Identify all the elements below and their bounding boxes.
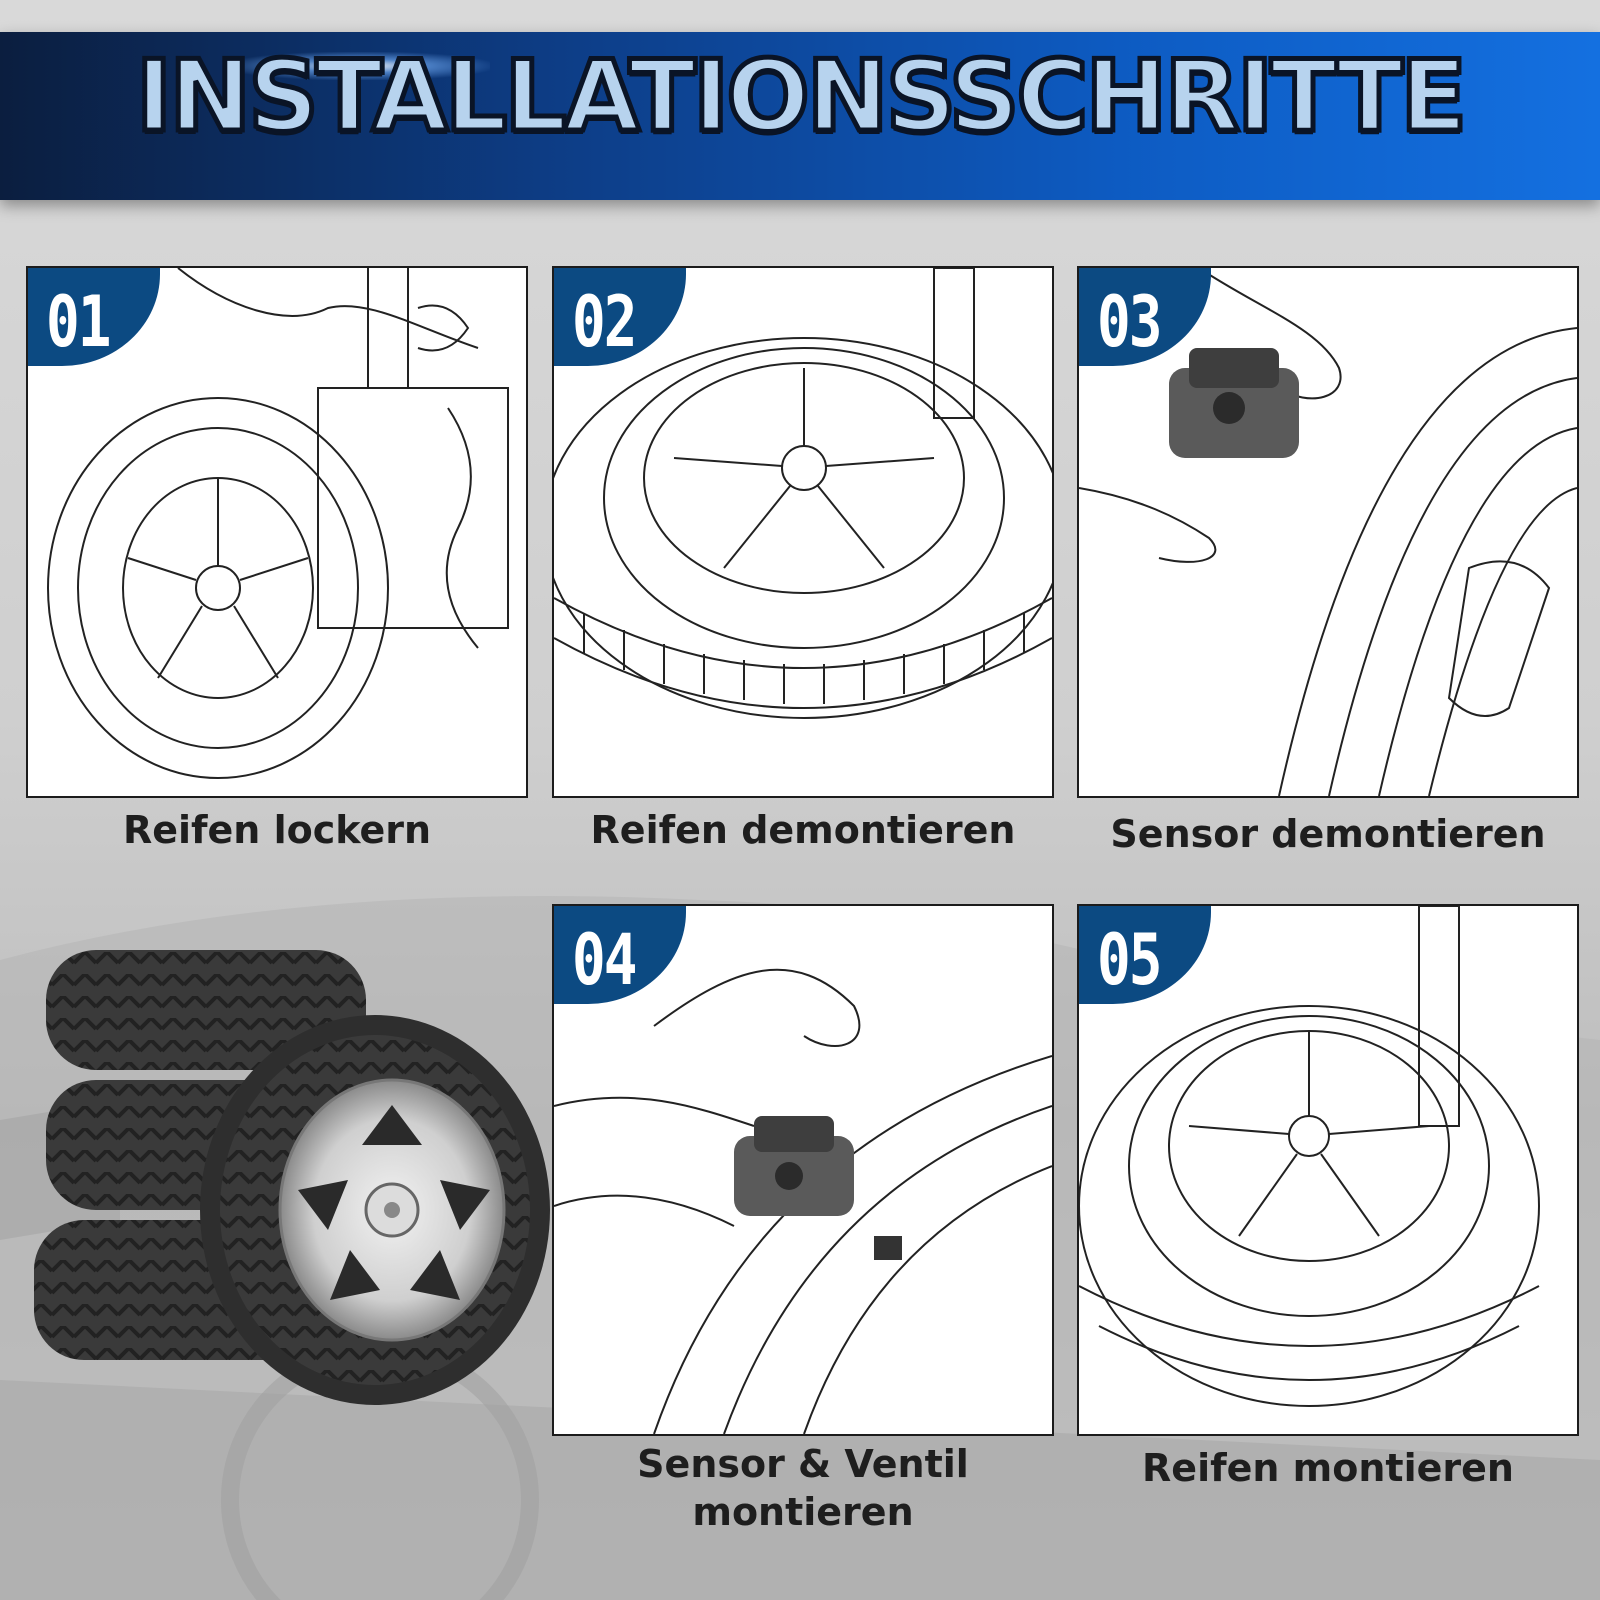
step-illustration-1: 01 [26,266,528,798]
step-label-5: Reifen montieren [1142,1446,1514,1490]
step-label-2: Reifen demontieren [590,808,1016,852]
tire-mounting-illustration [1079,906,1540,1407]
step-number-3: 03 [1097,282,1162,364]
tire-removal-illustration [554,268,1052,719]
tire-stack-image [34,950,550,1405]
step-label-1: Reifen lockern [122,808,432,852]
step-badge-4: 04 [554,906,686,1004]
sensor-removal-illustration [1079,268,1577,796]
step-number-2: 02 [572,282,637,364]
step-number-1: 01 [46,282,111,364]
step-label-3: Sensor demontieren [1110,812,1546,856]
sensor-install-illustration [554,968,1052,1434]
step-illustration-2: 02 [552,266,1054,798]
step-illustration-4: 04 [552,904,1054,1436]
tire-changer-illustration [47,268,509,779]
step-badge-2: 02 [554,268,686,366]
page-title: INSTALLATIONSSCHRITTE [133,38,1469,157]
step-badge-3: 03 [1079,268,1211,366]
step-illustration-5: 05 [1077,904,1579,1436]
title-banner [0,32,1600,200]
step-number-5: 05 [1097,920,1162,1002]
step-label-4: Sensor & Ventil montieren [637,1442,969,1534]
banner-glow [230,52,490,80]
step-number-4: 04 [572,920,637,1002]
step-illustration-3: 03 [1077,266,1579,798]
